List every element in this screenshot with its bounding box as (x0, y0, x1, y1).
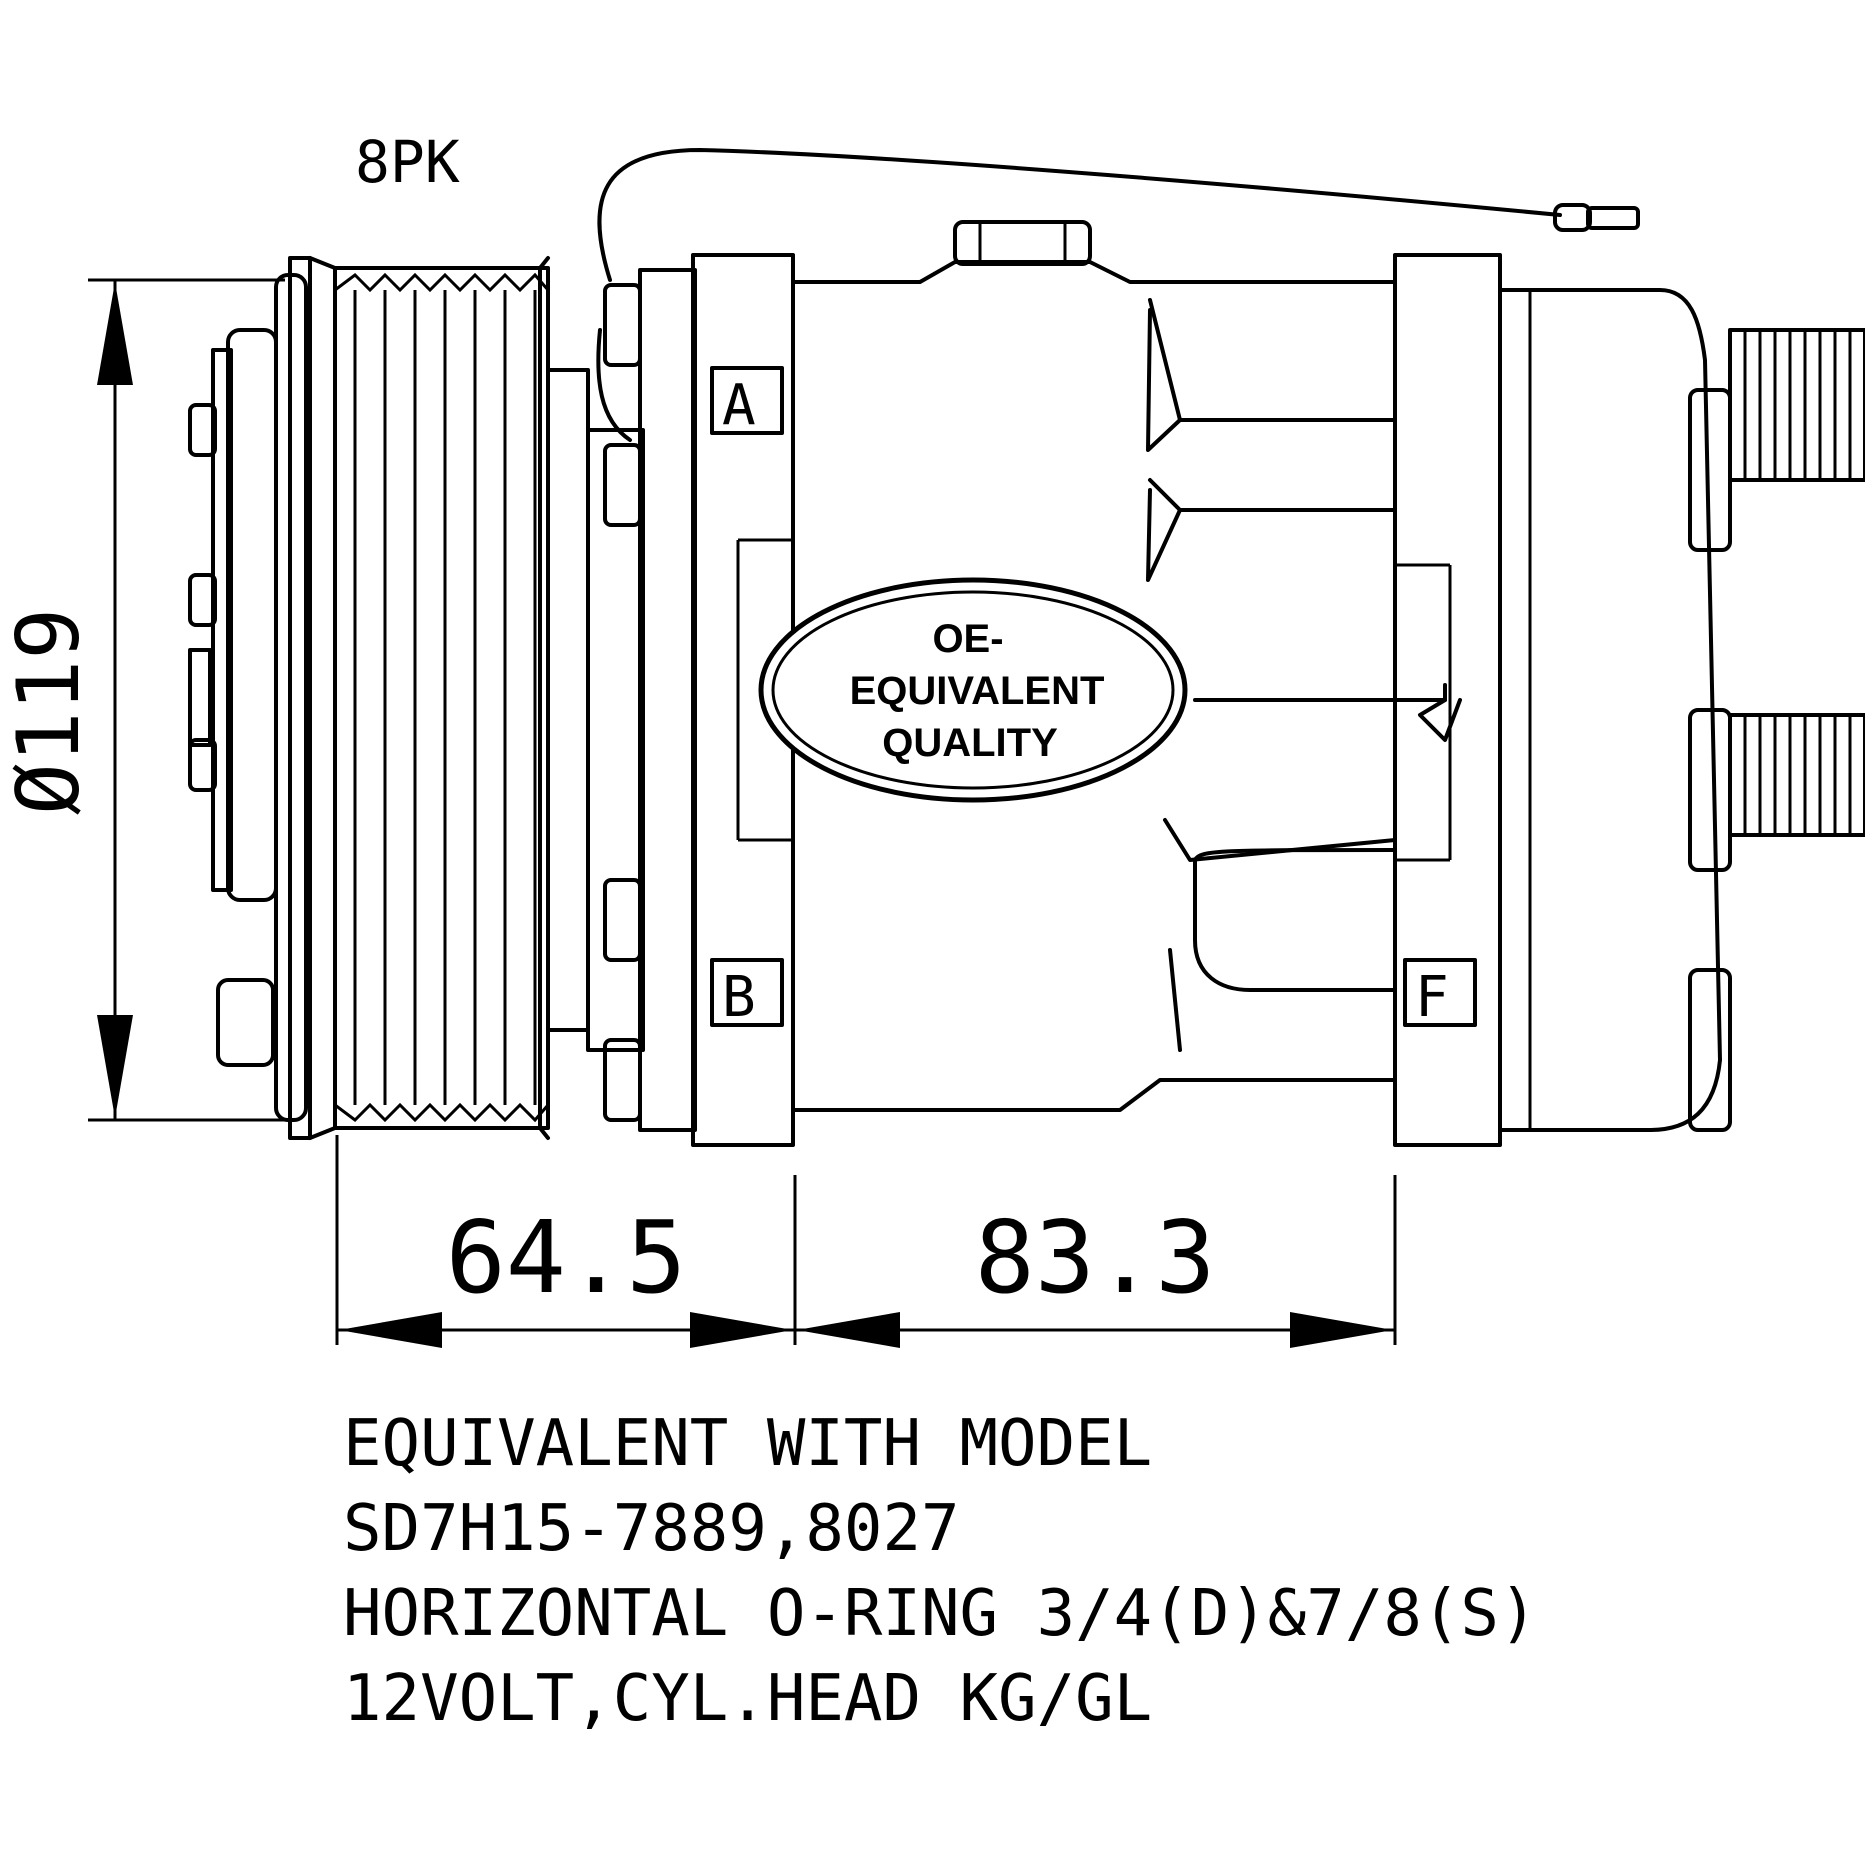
port-f-box (1403, 958, 1477, 1027)
diameter-dimension (88, 278, 285, 1122)
spec-line-1: EQUIVALENT WITH MODEL (343, 1407, 1152, 1481)
sensor-wire (596, 148, 1640, 442)
badge-line-1: OE- (932, 617, 1003, 661)
diameter-label: Ø119 (0, 608, 99, 815)
port-a-label: A (722, 373, 756, 438)
oe-quality-badge (758, 577, 1188, 803)
spec-line-4: 12VOLT,CYL.HEAD KG/GL (343, 1662, 1152, 1736)
front-flange (546, 253, 795, 1147)
length-dimensions (335, 1135, 1397, 1348)
discharge-port (1728, 713, 1865, 837)
compressor-body (736, 220, 1502, 1147)
pulley (274, 256, 550, 1140)
clutch-hub (188, 328, 278, 1067)
suction-port (1728, 328, 1865, 482)
port-b-box (710, 958, 784, 1027)
belt-type-label: 8PK (355, 128, 460, 196)
badge-line-2: EQUIVALENT (850, 669, 1105, 713)
dimension-right-label: 83.3 (975, 1199, 1216, 1316)
dimension-left-label: 64.5 (446, 1199, 687, 1316)
spec-line-2: SD7H15-7889,8027 (343, 1492, 960, 1566)
badge-line-3: QUALITY (882, 721, 1058, 765)
port-a-box (710, 366, 784, 435)
port-f-label: F (1415, 965, 1449, 1030)
spec-line-3: HORIZONTAL O-RING 3/4(D)&7/8(S) (343, 1577, 1537, 1651)
port-b-label: B (722, 965, 756, 1030)
rear-head (1498, 288, 1732, 1132)
